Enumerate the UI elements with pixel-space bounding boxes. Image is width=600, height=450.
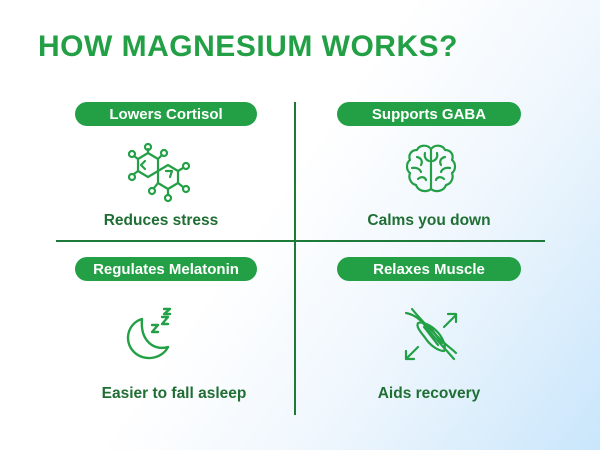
pill-label: Supports GABA — [337, 102, 521, 126]
horizontal-divider — [56, 240, 545, 242]
caption: Aids recovery — [377, 385, 481, 402]
brain-icon — [403, 141, 459, 197]
molecule-icon — [128, 143, 192, 205]
caption: Calms you down — [367, 212, 491, 229]
pill-label: Regulates Melatonin — [75, 257, 257, 281]
caption: Reduces stress — [103, 212, 219, 229]
pill-label: Relaxes Muscle — [337, 257, 521, 281]
muscle-icon — [400, 305, 462, 365]
moon-sleep-icon — [120, 305, 180, 365]
vertical-divider — [294, 102, 296, 415]
pill-label: Lowers Cortisol — [75, 102, 257, 126]
caption: Easier to fall asleep — [101, 385, 247, 402]
page-title: HOW MAGNESIUM WORKS? — [38, 30, 458, 63]
